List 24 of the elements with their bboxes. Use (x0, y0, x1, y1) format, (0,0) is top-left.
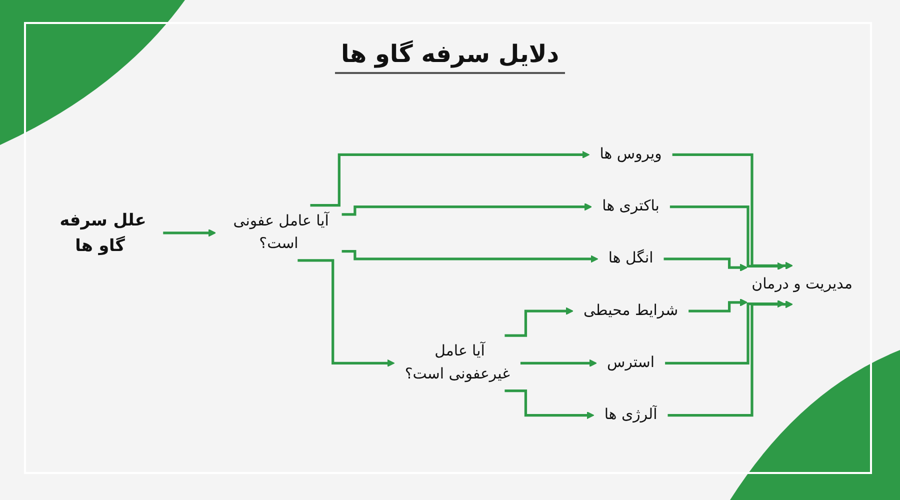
node-text: علل سرفه گاو ها (60, 210, 146, 255)
arrow (504, 307, 574, 337)
arrow (342, 250, 598, 263)
node-text: شرایط محیطی (584, 302, 678, 320)
node-text: ویروس ها (600, 145, 662, 163)
arrow (310, 150, 590, 207)
arrow (665, 300, 785, 364)
node-text: باکتری ها (602, 197, 660, 215)
arrow (298, 259, 395, 368)
arrow (672, 153, 793, 270)
arrow (664, 258, 748, 272)
title: دلایل سرفه گاو ها (334, 40, 566, 74)
arrow (504, 389, 594, 420)
arrow (670, 206, 785, 270)
arrow (520, 359, 597, 368)
arrow (163, 229, 216, 237)
node-text: مدیریت و درمان (752, 276, 852, 294)
node-text: استرس (607, 354, 655, 372)
node-text: انگل ها (608, 250, 654, 268)
arrow (668, 300, 793, 417)
arrow (342, 202, 592, 216)
arrow (688, 298, 748, 312)
node-text: آیا عامل غیرعفونی است؟ (404, 342, 510, 382)
node-text: آیا عامل عفونی است؟ (233, 212, 329, 252)
